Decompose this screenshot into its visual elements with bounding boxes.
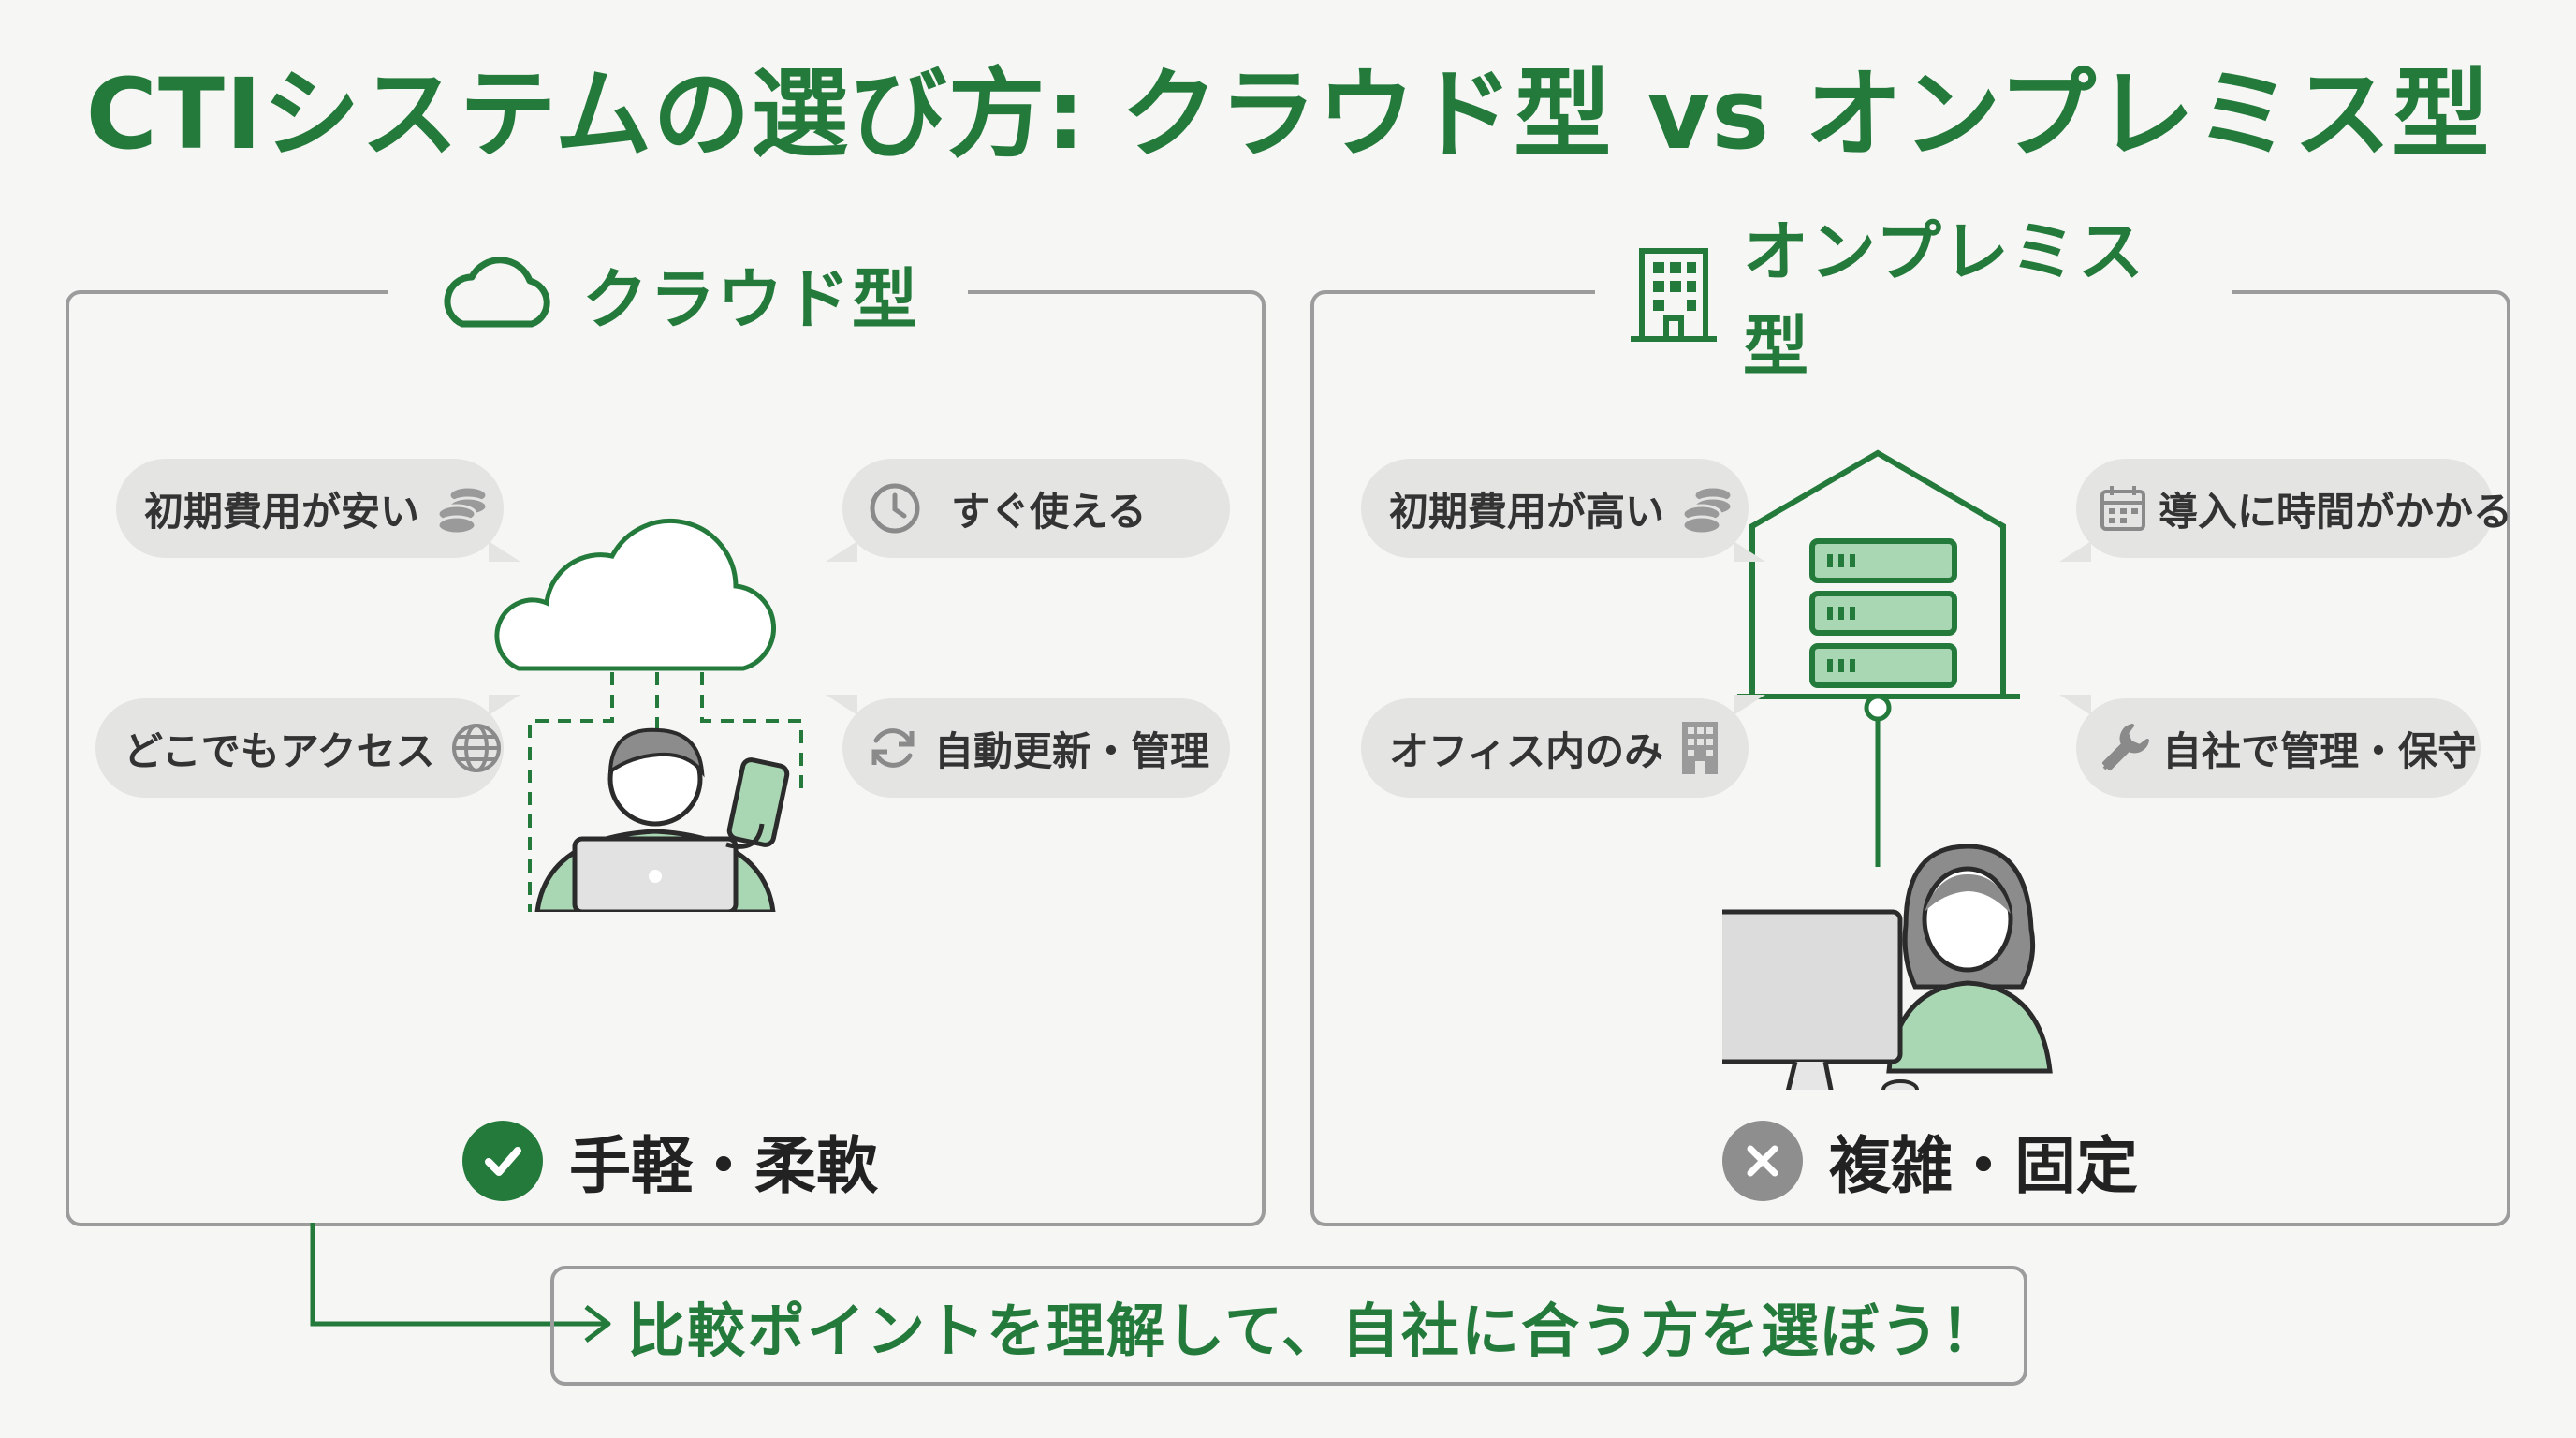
pill-long-setup-time: 導入に時間がかかる <box>2059 459 2512 562</box>
pill-label: オフィス内のみ <box>1389 727 1664 774</box>
onprem-panel-title: オンプレミス型 <box>1743 213 2145 385</box>
check-circle-icon <box>462 1121 543 1201</box>
pill-label: すぐ使える <box>951 488 1147 535</box>
cloud-icon <box>436 257 558 331</box>
onprem-panel: オンプレミス型 <box>1310 213 2512 1226</box>
onprem-verdict-label: 複雑・固定 <box>1829 1130 2138 1202</box>
page-title: CTIシステムの選び方: クラウド型 vs オンプレミス型 <box>85 57 2491 171</box>
footer-message: 比較ポイントを理解して、自社に合う方を選ぼう！ <box>627 1297 2001 1365</box>
cloud-verdict-label: 手軽・柔軟 <box>569 1130 878 1202</box>
cloud-verdict: 手軽・柔軟 <box>462 1116 878 1206</box>
building-icon <box>1629 245 1719 343</box>
cloud-panel-title: クラウド型 <box>582 260 919 338</box>
server-rack <box>1737 449 2020 867</box>
cloud-illustration <box>494 518 803 912</box>
pill-label: 初期費用が安い <box>144 488 420 535</box>
pill-label: 自社で管理・保守 <box>2162 727 2478 774</box>
footer-arrow <box>310 1223 611 1343</box>
pill-self-maintenance: 自社で管理・保守 <box>2059 695 2481 798</box>
cloud-shape <box>494 518 776 671</box>
pill-high-initial-cost: 初期費用が高い <box>1361 459 1765 562</box>
onprem-verdict: 複雑・固定 <box>1722 1116 2138 1206</box>
pill-label: 初期費用が高い <box>1389 488 1665 535</box>
coins-icon <box>434 482 490 535</box>
x-circle-icon <box>1722 1121 1803 1201</box>
calendar-icon <box>2097 482 2149 535</box>
pill-auto-update: 自動更新・管理 <box>826 695 1230 798</box>
onprem-panel-header: オンプレミス型 <box>1595 213 2232 385</box>
pill-ready-to-use: すぐ使える <box>826 459 1230 562</box>
pill-label: 導入に時間がかかる <box>2159 488 2513 535</box>
coins-icon <box>1679 482 1735 535</box>
pill-label: どこでもアクセス <box>124 727 435 774</box>
pill-access-anywhere: どこでもアクセス <box>95 695 520 798</box>
clock-icon <box>867 480 923 536</box>
globe-icon <box>450 722 503 774</box>
cloud-panel: クラウド型 初期費用が安い すぐ使える どこでもアクセス <box>66 240 1266 1226</box>
footer-message-box: 比較ポイントを理解して、自社に合う方を選ぼう！ <box>550 1266 2027 1386</box>
refresh-icon <box>867 722 919 774</box>
cloud-panel-header: クラウド型 <box>388 240 968 348</box>
pill-office-only: オフィス内のみ <box>1361 695 1765 798</box>
building-icon <box>1678 720 1721 776</box>
onprem-illustration <box>1722 449 2053 1090</box>
pill-low-initial-cost: 初期費用が安い <box>116 459 520 562</box>
pill-label: 自動更新・管理 <box>934 727 1210 774</box>
wrench-icon <box>2097 720 2153 776</box>
